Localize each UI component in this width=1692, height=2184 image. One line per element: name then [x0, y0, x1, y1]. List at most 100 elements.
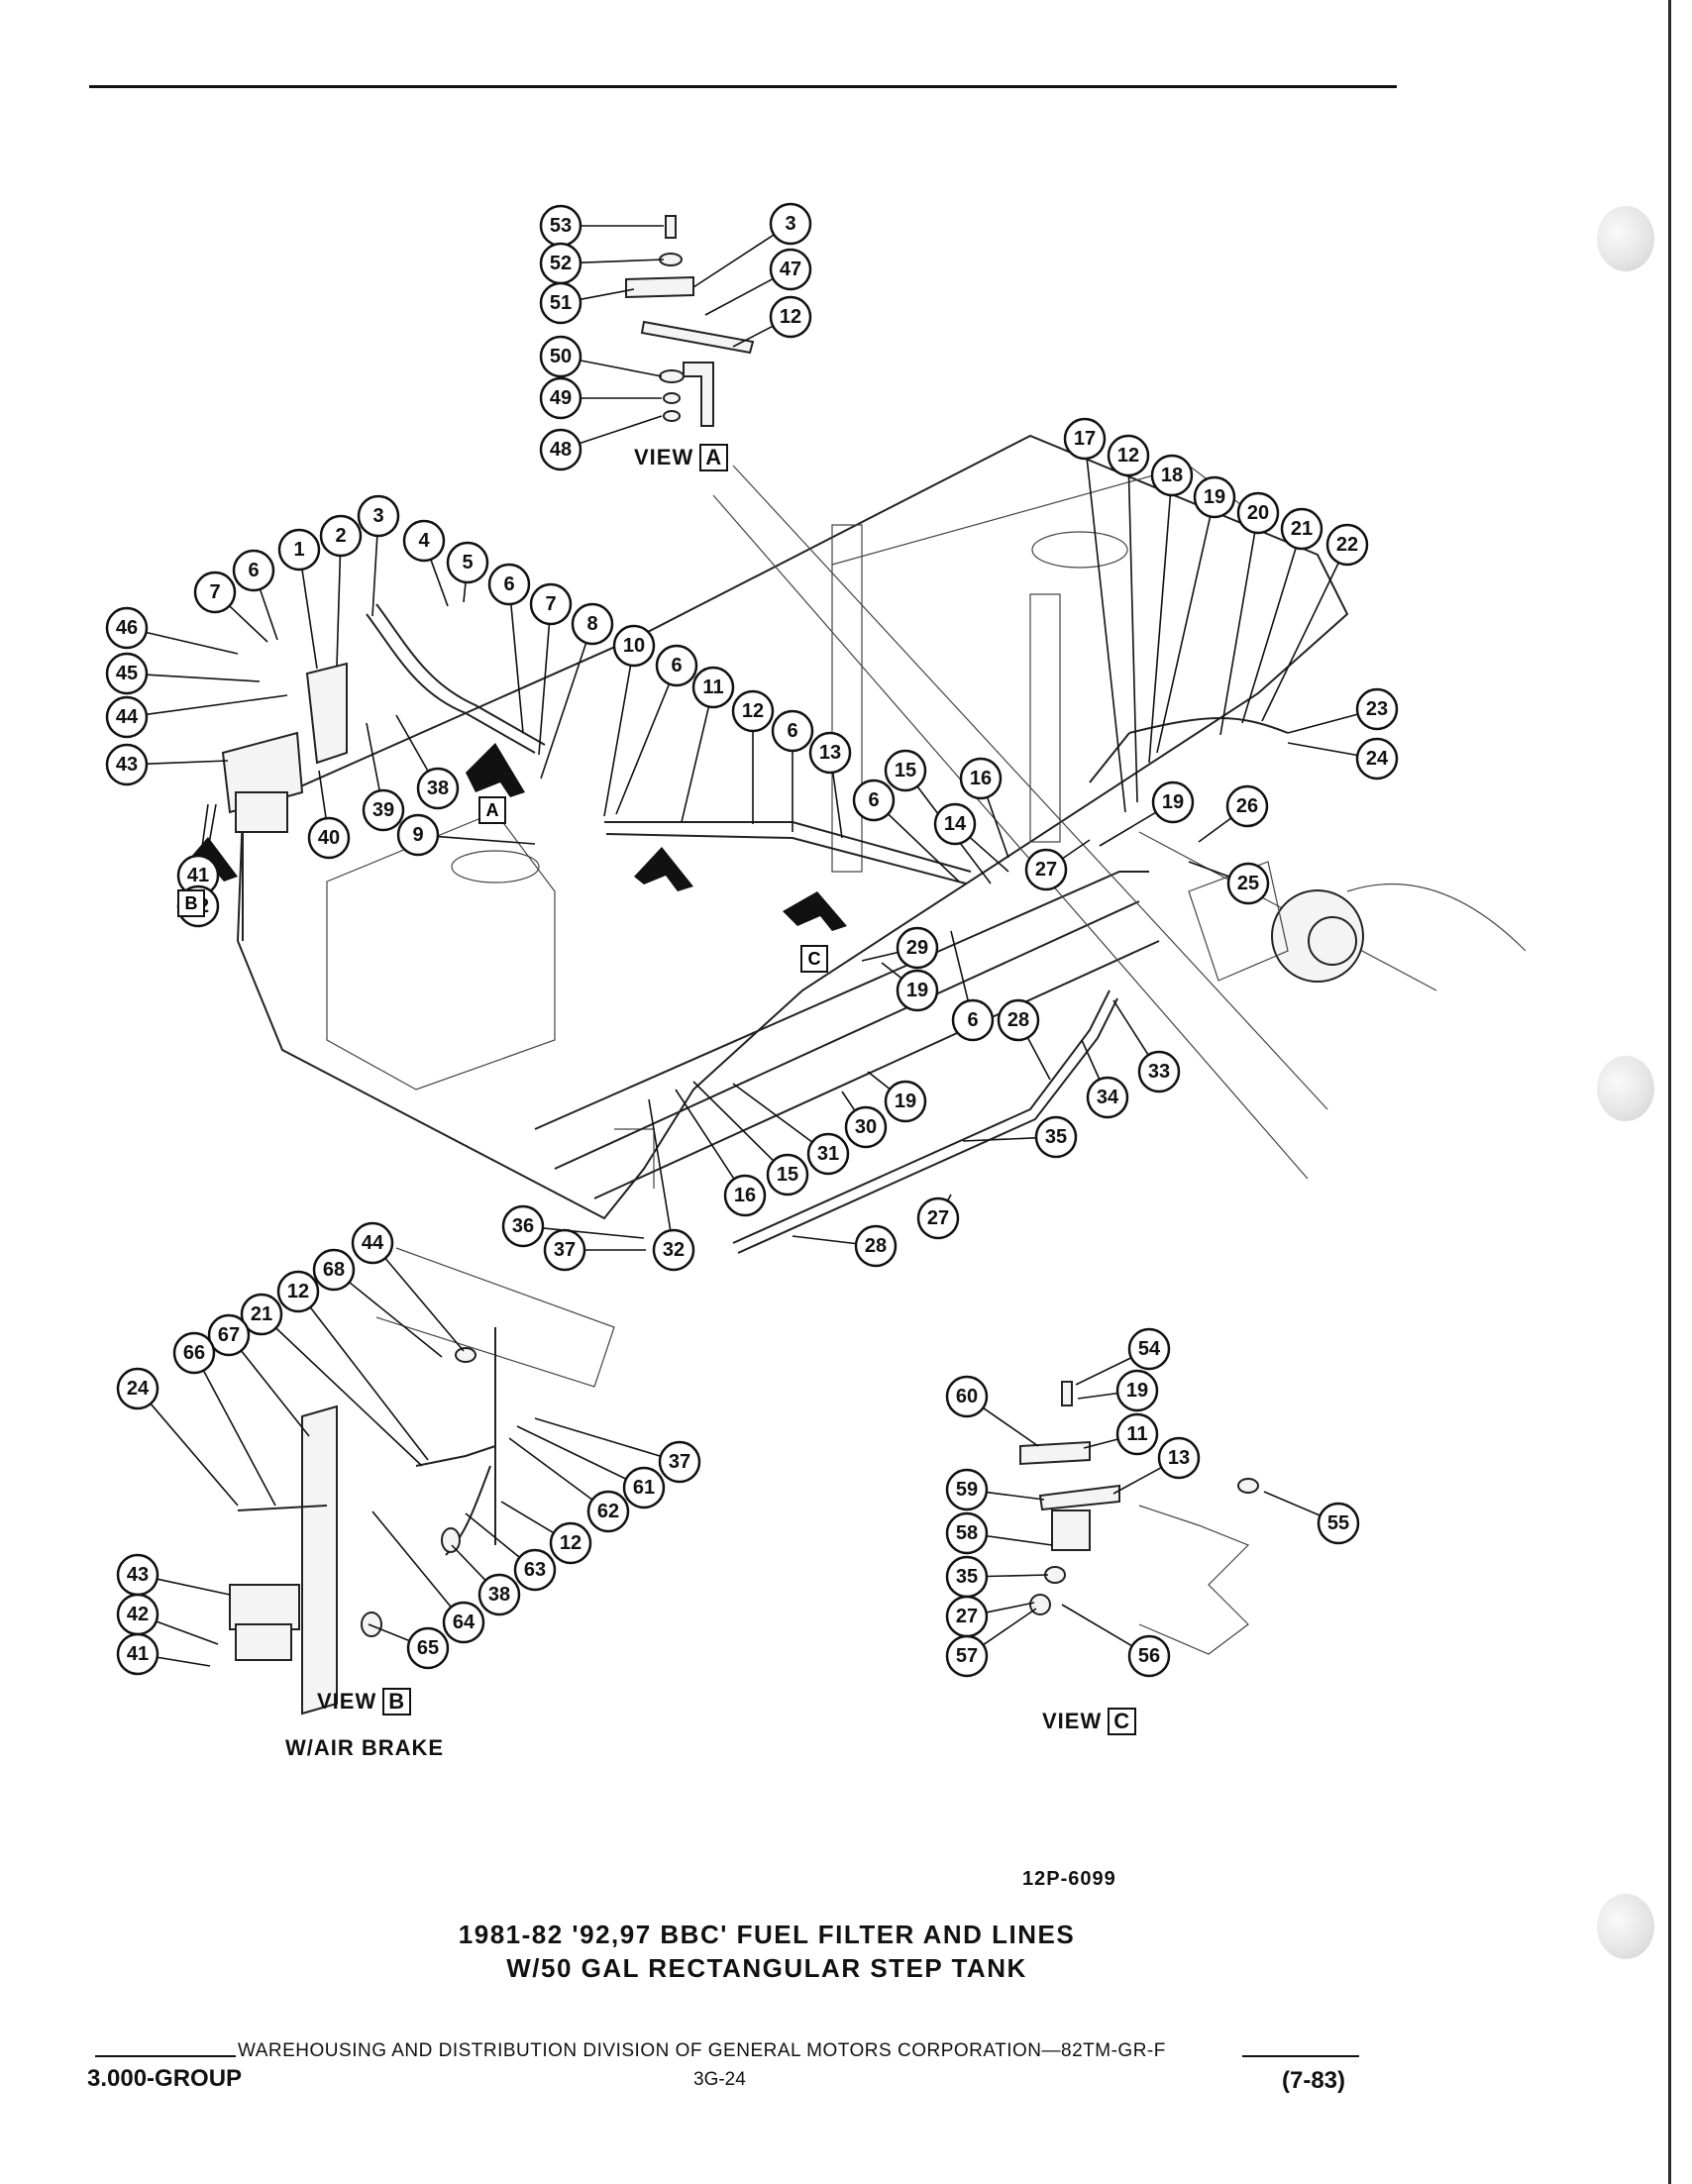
callout-view-b-66: 66: [172, 1331, 216, 1375]
callout-main-15: 15: [766, 1153, 809, 1196]
callout-leader: [371, 535, 378, 617]
callout-main-23: 23: [1355, 687, 1399, 731]
callout-main-21: 21: [1280, 507, 1323, 551]
callout-leader: [1261, 562, 1340, 722]
arrow-letter-text: C: [808, 949, 821, 969]
callout-number: 27: [927, 1207, 949, 1229]
arrow-letter-c: C: [800, 945, 828, 973]
footer-rule-right: [1242, 2055, 1359, 2057]
callout-leader: [534, 1417, 662, 1457]
callout-number: 56: [1138, 1645, 1160, 1667]
callout-main-43: 43: [105, 743, 149, 786]
callout-leader: [1083, 1438, 1118, 1449]
callout-main-39: 39: [362, 788, 405, 832]
callout-leader: [259, 588, 278, 641]
callout-main-8: 8: [571, 602, 614, 646]
callout-view-b-38: 38: [477, 1573, 521, 1616]
callout-main-30: 30: [844, 1105, 888, 1149]
callout-leader: [1112, 999, 1149, 1056]
callout-view-a-3: 3: [769, 202, 812, 246]
callout-leader: [451, 1544, 486, 1582]
callout-leader: [146, 674, 261, 682]
callout-number: 24: [1366, 748, 1389, 770]
callout-view-a-51: 51: [539, 281, 582, 325]
callout-number: 9: [412, 824, 423, 846]
callout-main-19: 19: [1151, 780, 1195, 824]
callout-leader: [1148, 494, 1172, 764]
callout-number: 13: [819, 742, 841, 764]
callout-number: 6: [868, 789, 879, 811]
callout-number: 44: [116, 706, 139, 728]
callout-number: 54: [1138, 1338, 1161, 1360]
callout-leader: [580, 288, 635, 301]
callout-leader: [146, 631, 239, 655]
view-b-letter: B: [382, 1688, 412, 1716]
callout-main-9: 9: [396, 813, 440, 857]
callout-main-6: 6: [232, 549, 275, 592]
view-c-letter: C: [1108, 1708, 1137, 1735]
callout-leader: [146, 694, 288, 716]
callout-leader: [510, 603, 524, 734]
callout-leader: [969, 836, 1009, 873]
callout-number: 43: [116, 754, 138, 776]
callout-leader: [867, 1071, 891, 1091]
callout-number: 36: [512, 1215, 534, 1237]
arrow-letter-layer: ABC: [177, 796, 828, 973]
callout-view-c-54: 54: [1127, 1327, 1171, 1371]
footer-group: 3.000-GROUP: [87, 2065, 243, 2092]
callout-view-b-62: 62: [586, 1490, 630, 1533]
callout-main-6: 6: [852, 779, 896, 822]
callout-main-29: 29: [896, 926, 939, 970]
callout-view-a-47: 47: [769, 248, 812, 291]
callout-leader: [881, 962, 902, 980]
callout-leader: [274, 1327, 423, 1467]
callout-number: 59: [956, 1479, 978, 1501]
callout-number: 65: [417, 1637, 439, 1659]
callout-view-c-19: 19: [1115, 1369, 1159, 1412]
callout-view-c-13: 13: [1157, 1436, 1201, 1480]
callout-number: 19: [895, 1091, 916, 1112]
binder-hole-3: [1597, 1894, 1654, 1959]
callout-number: 41: [187, 865, 209, 886]
callout-leader: [157, 1578, 231, 1596]
callout-main-20: 20: [1236, 491, 1280, 535]
callout-number: 28: [865, 1235, 887, 1257]
view-a-assembly: [625, 215, 755, 427]
callout-leader: [318, 770, 327, 819]
arrow-letter-b: B: [177, 889, 205, 917]
callout-main-3: 3: [357, 494, 400, 538]
view-c-word: VIEW: [1042, 1709, 1103, 1733]
illustration-code: 12P-6099: [1022, 1868, 1116, 1890]
callout-number: 4: [418, 530, 430, 552]
callout-leader: [580, 360, 663, 377]
callout-main-17: 17: [1063, 417, 1107, 461]
callout-number: 14: [944, 813, 967, 835]
callout-main-22: 22: [1325, 523, 1369, 567]
callout-number: 33: [1148, 1061, 1170, 1083]
callout-number: 45: [116, 663, 138, 684]
callout-leader: [1081, 1039, 1101, 1081]
callout-number: 19: [1162, 791, 1184, 813]
callout-number: 38: [427, 778, 449, 799]
callout-leader: [395, 714, 429, 773]
callout-leader: [681, 706, 710, 823]
callout-leader: [986, 1491, 1045, 1501]
callout-number: 42: [127, 1604, 149, 1625]
callout-view-c-56: 56: [1127, 1634, 1171, 1678]
callout-number: 55: [1327, 1512, 1349, 1534]
callout-number: 25: [1237, 873, 1259, 894]
callout-number: 12: [287, 1281, 309, 1302]
callout-number: 44: [362, 1232, 384, 1254]
callout-leader: [983, 1608, 1037, 1646]
callout-leader: [1263, 1491, 1321, 1516]
callout-main-16: 16: [723, 1174, 767, 1217]
callout-number: 49: [550, 387, 572, 409]
callout-leader: [1075, 1357, 1132, 1386]
callout-leader: [1198, 817, 1232, 843]
callout-leader: [648, 1098, 672, 1231]
callout-main-7: 7: [193, 571, 237, 614]
callout-leader: [675, 1089, 735, 1180]
callout-leader: [301, 569, 318, 670]
callout-view-c-27: 27: [945, 1595, 989, 1638]
callout-number: 37: [669, 1451, 690, 1473]
